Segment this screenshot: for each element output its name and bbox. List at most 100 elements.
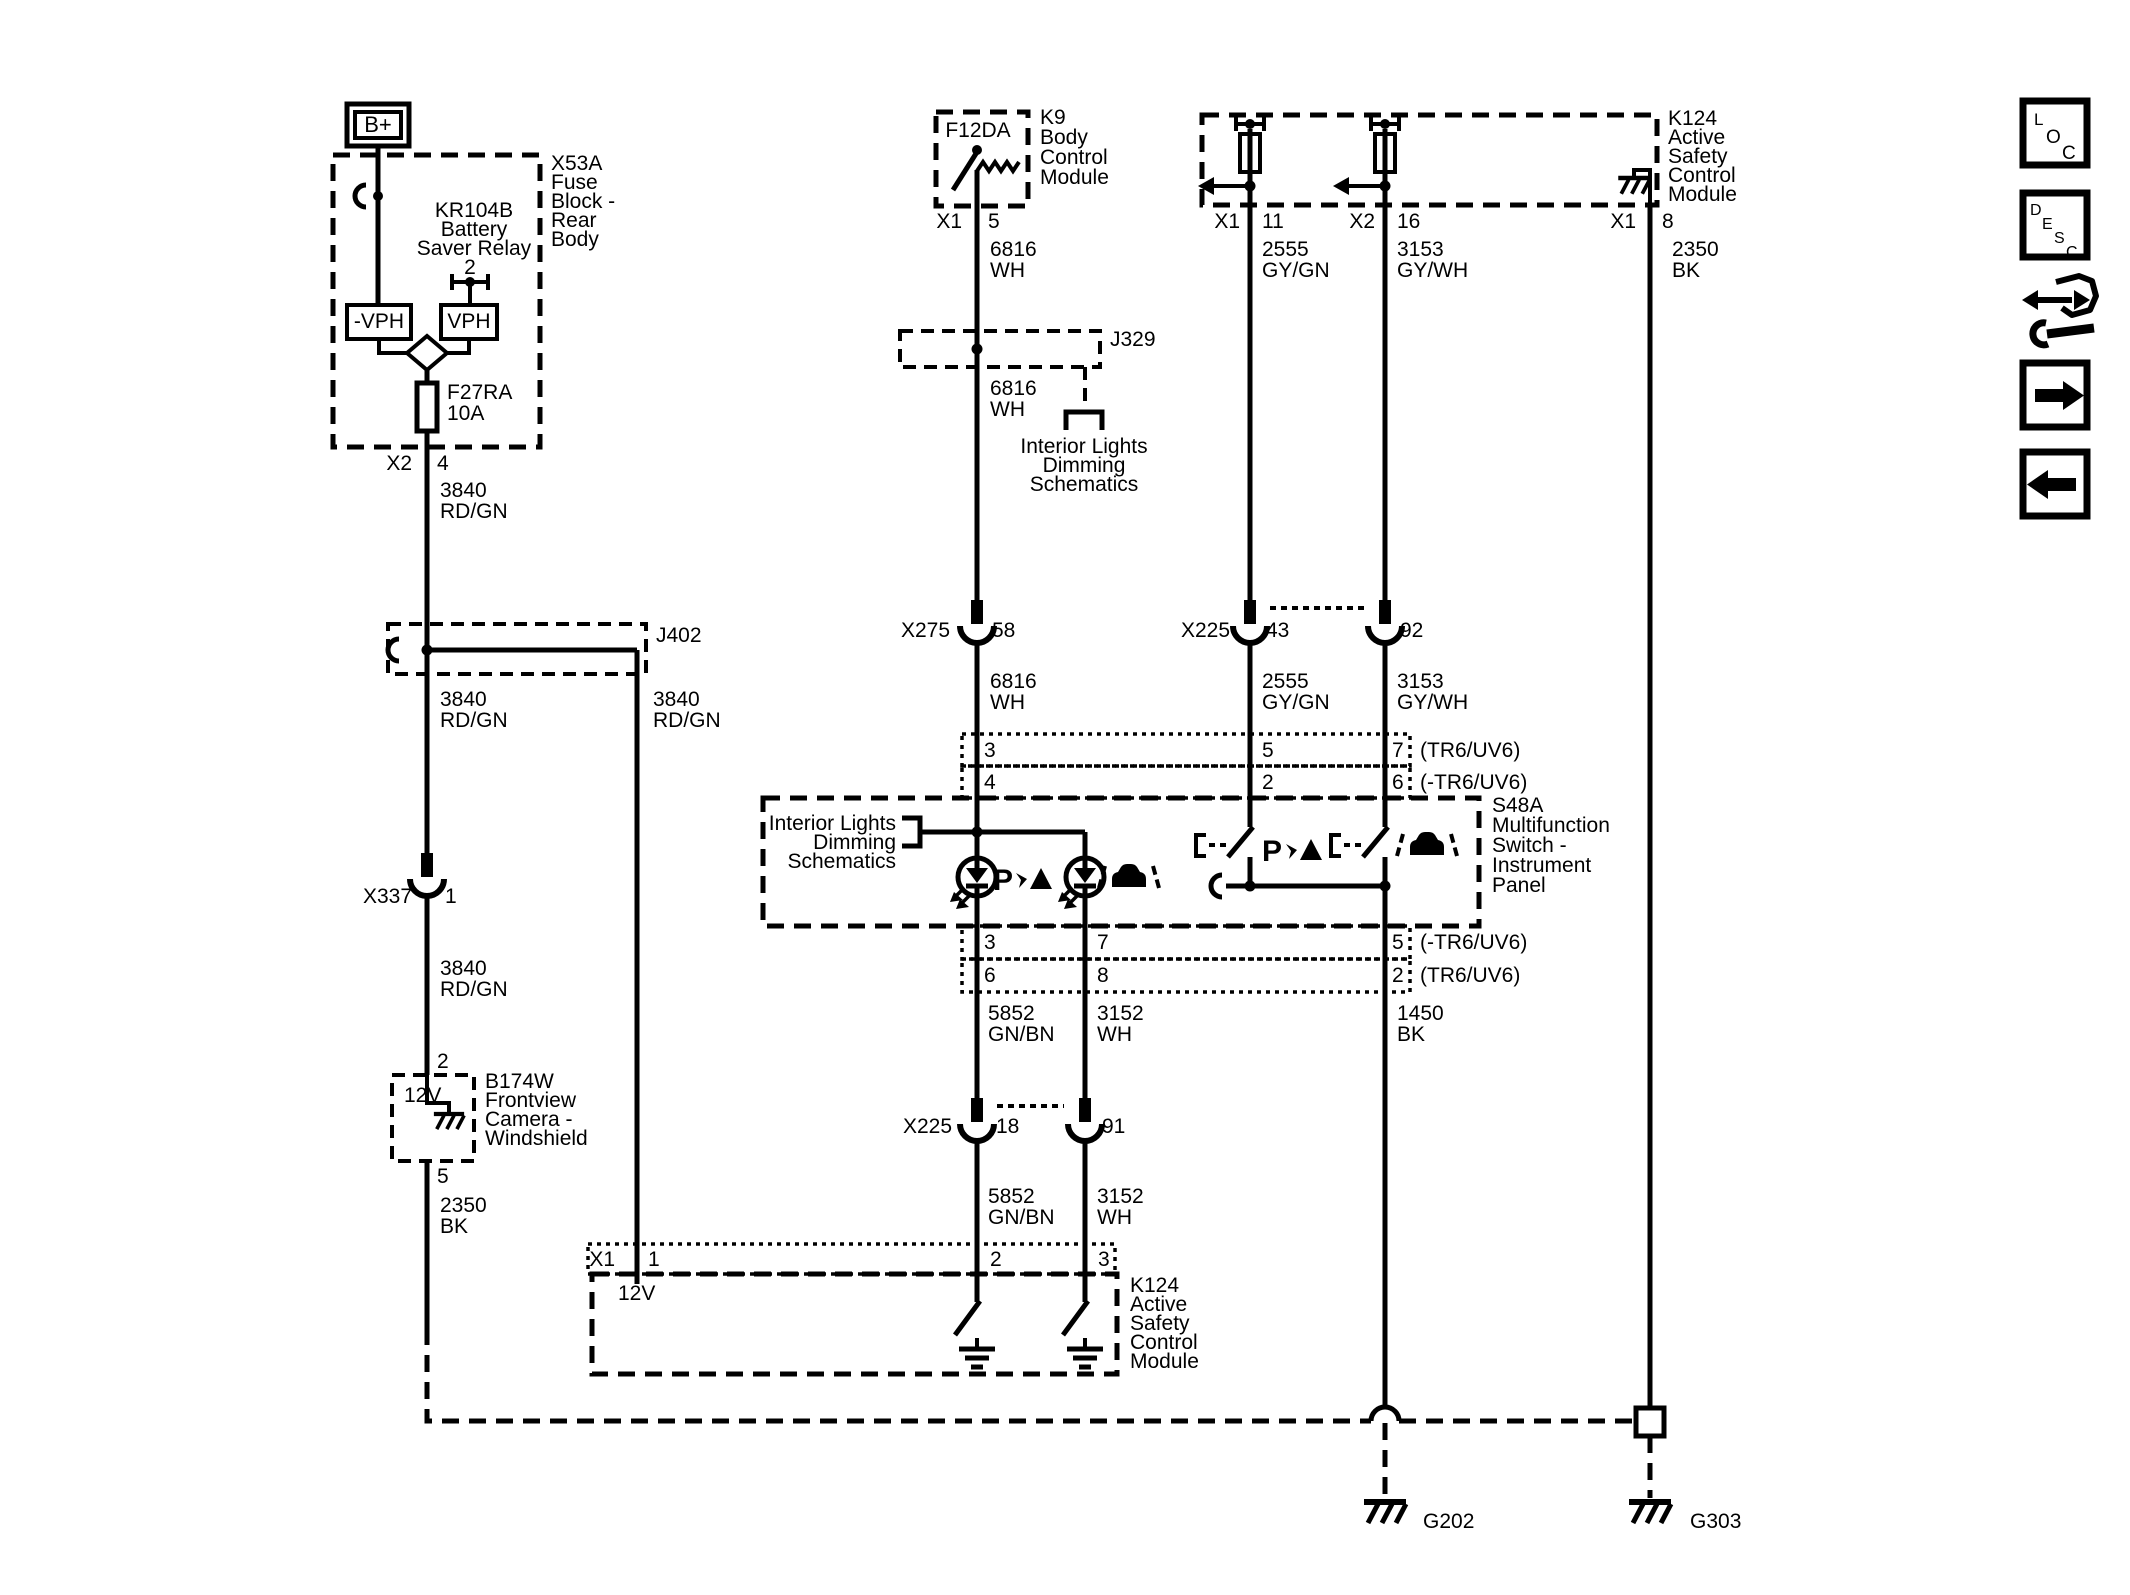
pin-connector-label: X1 (1214, 210, 1240, 233)
wire-circuit-label: 2350 (440, 1194, 487, 1217)
asm-name: Control (1130, 1331, 1198, 1354)
pin-number-label: 2 (1262, 771, 1274, 794)
mfs-name: Switch - (1492, 834, 1567, 857)
fuse-block-name: Rear (551, 209, 597, 232)
asm-name: Safety (1668, 145, 1728, 168)
asm-supply-label: 12V (618, 1282, 655, 1305)
repair-instructions-icon[interactable] (2022, 273, 2099, 349)
lane-assist-car-icon (1395, 830, 1459, 858)
wire-color-label: GY/WH (1397, 259, 1468, 282)
splice-dot (971, 343, 983, 355)
fuse-block-boundary (330, 152, 543, 450)
wire-color-label: RD/GN (440, 709, 508, 732)
wire-color-label: GY/GN (1262, 259, 1330, 282)
pin-connector-label: X1 (1610, 210, 1636, 233)
pin-number-label: 1 (648, 1248, 660, 1271)
earth-ground-icon (1067, 1349, 1103, 1367)
battery-feed: B+ (344, 101, 412, 305)
asm-name: K124 (1668, 107, 1717, 130)
pin-number-label: 18 (996, 1115, 1019, 1138)
wire-circuit-label: 1450 (1397, 1002, 1444, 1025)
bcm-driver-label: F12DA (945, 119, 1010, 142)
loc-letter: O (2046, 127, 2061, 148)
pin-number-label: 91 (1102, 1115, 1125, 1138)
asm-name: Module (1668, 183, 1737, 206)
driver-blade-icon (950, 150, 980, 192)
inline-connector-icon (410, 853, 444, 896)
diamond-junction-icon (403, 333, 451, 373)
prev-page-button[interactable] (2019, 448, 2091, 520)
wire-color-label: GN/BN (988, 1023, 1055, 1046)
battery-positive-box-inner (353, 110, 403, 140)
push-button-icon (1329, 833, 1341, 858)
switch-blade-icon (952, 1299, 983, 1337)
pin-number-label: 2 (1392, 964, 1404, 987)
pin-number-label: 4 (437, 452, 449, 475)
wire-color-label: BK (440, 1215, 468, 1238)
wire-color-label: RD/GN (440, 978, 508, 1001)
pin-number-label: 5 (988, 210, 1000, 233)
chassis-ground-icon (434, 1114, 464, 1129)
camera-name: Camera - (485, 1108, 573, 1131)
dimming-feed-line (920, 829, 1088, 858)
mfs-name: Multifunction (1492, 814, 1610, 837)
wire-circuit-label: 6816 (990, 238, 1037, 261)
multifunction-switch-s48a: S48A Multifunction Switch - Instrument P… (760, 794, 1610, 929)
pin-number-label: 58 (992, 619, 1015, 642)
ground-junction-box (1633, 1405, 1667, 1439)
pin-number-label: 5 (1392, 931, 1404, 954)
option-pin-rows-upper: 3 5 7 (TR6/UV6) 4 2 6 (-TR6/UV6) (960, 732, 1527, 800)
next-page-button[interactable] (2019, 359, 2091, 431)
park-assist-icon (1286, 839, 1322, 860)
clip-icon (385, 636, 400, 664)
wire-color-label: RD/GN (653, 709, 721, 732)
wire-circuit-label: 3152 (1097, 1002, 1144, 1025)
asm-bottom-boundary (589, 1271, 1120, 1377)
wire-circuit-label: 3152 (1097, 1185, 1144, 1208)
bcm-k9: F12DA K9 Body Control Module (933, 106, 1109, 209)
mfs-name: S48A (1492, 794, 1543, 817)
module-ground-lead (1632, 168, 1652, 205)
bcm-name: Module (1040, 166, 1109, 189)
inline-connector-icon (1368, 600, 1402, 643)
asm-bottom-pin-row (586, 1242, 1117, 1276)
asm-name: Active (1130, 1293, 1187, 1316)
fuse-block-x53a: X53A Fuse Block - Rear Body KR104B Batte… (330, 152, 615, 450)
option-tag-label: (TR6/UV6) (1420, 739, 1520, 762)
fuse-block-name: Body (551, 228, 599, 251)
pin-number-label: 3 (1098, 1248, 1110, 1271)
park-assist-icon: P (993, 864, 1013, 897)
offpage-reference: Interior Lights (1020, 435, 1147, 458)
wire-circuit-label: 3840 (440, 957, 487, 980)
bcm-name: Body (1040, 126, 1088, 149)
asm-name: Safety (1130, 1312, 1190, 1335)
pin-connector-label: X1 (936, 210, 962, 233)
fuse-block-name: X53A (551, 152, 602, 175)
loc-button[interactable]: L O C (2019, 97, 2091, 169)
relay-coil-pos-box (439, 303, 499, 341)
fuse-id-label: F27RA (447, 381, 512, 404)
inline-connector-icon (960, 600, 994, 643)
pin-number-label: 7 (1392, 739, 1404, 762)
wire-color-label: RD/GN (440, 500, 508, 523)
splice-j329-label: J329 (1110, 328, 1156, 351)
camera-ground-lead (425, 1075, 451, 1112)
earth-ground-icon (959, 1349, 995, 1367)
option-pin-rows-lower: 3 7 5 (-TR6/UV6) 6 8 2 (TR6/UV6) (960, 924, 1527, 994)
inline-connector-icon (1233, 600, 1267, 643)
pin-number-label: 3 (984, 931, 996, 954)
loc-letter: L (2034, 110, 2043, 129)
mfs-name: Instrument (1492, 854, 1591, 877)
pin-number-label: 2 (437, 1050, 449, 1073)
pin-number-label: 1 (445, 885, 457, 908)
camera-name: Windshield (485, 1127, 588, 1150)
pin-number-label: 6 (1392, 771, 1404, 794)
wire-color-label: WH (1097, 1206, 1132, 1229)
relay-name: Saver Relay (417, 237, 532, 260)
pin-connector-label: X1 (589, 1248, 615, 1271)
relay-name: 2 (464, 256, 476, 279)
desc-button[interactable]: D E S C (2019, 189, 2091, 261)
fuse-icon (414, 380, 440, 434)
fuse-block-name: Fuse (551, 171, 598, 194)
